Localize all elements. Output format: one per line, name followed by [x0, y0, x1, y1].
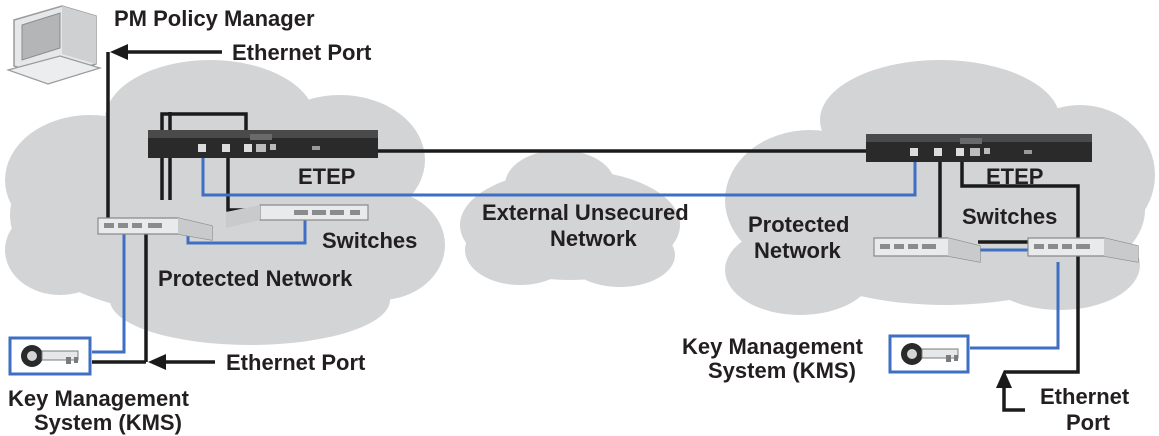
arrow-icons — [110, 44, 1012, 388]
label-external-network-line1: External Unsecured — [482, 200, 689, 225]
label-protected-network-right-line1: Protected — [748, 212, 849, 237]
kms-left-key-icon — [8, 336, 92, 376]
arrow-left-icon — [148, 354, 166, 370]
label-ethernet-port-top: Ethernet Port — [232, 40, 372, 65]
label-external-network-line2: Network — [550, 226, 638, 251]
label-etep-right: ETEP — [986, 164, 1043, 189]
label-protected-network-left: Protected Network — [158, 266, 353, 291]
label-ethernet-port-right-line1: Ethernet — [1040, 384, 1130, 409]
pm-policy-manager-computer-icon — [5, 5, 103, 85]
cloud-left-protected-network — [5, 60, 445, 345]
switch-left-b — [226, 204, 369, 228]
etep-left-device — [148, 130, 378, 158]
label-ethernet-port-right-line2: Port — [1066, 410, 1111, 435]
label-kms-right-line1: Key Management — [682, 334, 864, 359]
arrow-left-icon — [110, 44, 128, 60]
label-kms-left-line2: System (KMS) — [34, 410, 182, 435]
blue-cabling — [92, 155, 1060, 354]
label-kms-left-line1: Key Management — [8, 386, 190, 411]
kms-right-key-icon — [888, 334, 970, 374]
arrow-up-icon — [996, 370, 1012, 388]
switch-right-a — [873, 237, 981, 263]
switch-right-b — [1027, 237, 1139, 263]
label-kms-right-line2: System (KMS) — [708, 358, 856, 383]
cloud-middle-external-network — [460, 150, 680, 287]
switch-left-a — [97, 217, 213, 241]
etep-right-device — [866, 134, 1092, 162]
label-ethernet-port-left: Ethernet Port — [226, 350, 366, 375]
label-switches-left: Switches — [322, 228, 417, 253]
label-protected-network-right-line2: Network — [754, 238, 842, 263]
label-pm-policy-manager: PM Policy Manager — [114, 6, 315, 31]
label-etep-left: ETEP — [298, 164, 355, 189]
label-switches-right: Switches — [962, 204, 1057, 229]
